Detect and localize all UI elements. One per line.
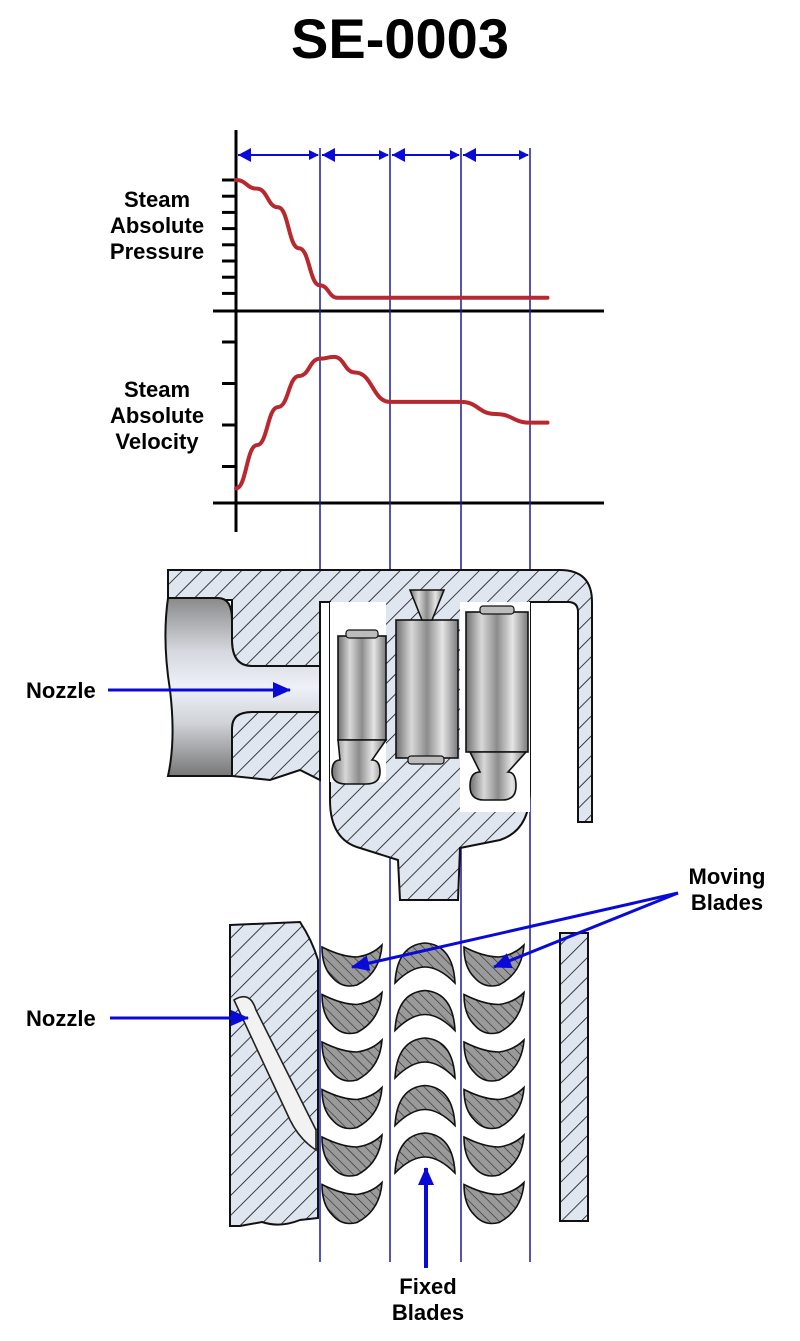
arrowhead-left (392, 148, 405, 162)
fixed-blades-line: Blades (391, 1300, 465, 1325)
moving-blade-profile (463, 1037, 525, 1082)
arrowhead-left (463, 148, 476, 162)
pressure-label-line: Steam (123, 187, 191, 212)
fixed-blade-profile (394, 1132, 456, 1176)
moving-blade-profile (463, 990, 525, 1035)
arrowhead-left (238, 148, 251, 162)
moving-blades-label: Moving Blades (672, 864, 782, 916)
fixed-blade-profile (394, 1037, 456, 1081)
stage-span-arrows (238, 148, 529, 162)
nozzle-channel (232, 995, 317, 1152)
moving-blade-profile (463, 1085, 525, 1130)
diagram-title: SE-0003 (291, 7, 509, 70)
moving-blade-profile (463, 1132, 525, 1177)
fixed-blade (395, 589, 459, 765)
arrowhead-left (322, 148, 335, 162)
pressure-label-line: Absolute (109, 213, 205, 238)
fixed-blades-line: Fixed (399, 1274, 457, 1299)
velocity-label-line: Velocity (115, 429, 199, 454)
moving-blade-row-2 (465, 605, 529, 801)
velocity-axis-label: Steam Absolute Velocity (96, 377, 218, 455)
outer-casing-wall (559, 932, 589, 1222)
moving-blades-line: Blades (690, 890, 764, 915)
blade-rows (321, 942, 525, 1225)
nozzle-label-bottom: Nozzle (26, 1006, 96, 1031)
moving-blade-profile (321, 1180, 383, 1225)
velocity-curve (234, 354, 550, 491)
pressure-curve (234, 178, 550, 300)
moving-blade-profile (321, 1037, 383, 1082)
moving-blade-profile (463, 1180, 525, 1225)
moving-blades-arrow-2 (493, 891, 679, 969)
velocity-label-line: Absolute (109, 403, 205, 428)
velocity-ticks (222, 340, 236, 468)
fixed-blades-label: Fixed Blades (380, 1274, 476, 1326)
moving-blade-profile (321, 990, 383, 1035)
graph-axes (213, 130, 604, 532)
nozzle-passage (164, 597, 321, 777)
velocity-label-line: Steam (123, 377, 191, 402)
fixed-blade-profile (394, 1084, 456, 1128)
pressure-label-line: Pressure (109, 239, 205, 264)
moving-blades-arrow-1 (351, 891, 679, 972)
moving-blade-profile (321, 1132, 383, 1177)
moving-blades-line: Moving (688, 864, 766, 889)
moving-blade-profile (321, 1085, 383, 1130)
callout-arrows (108, 682, 679, 1268)
turbine-cross-section (164, 569, 593, 901)
blade-section-view (229, 920, 589, 1227)
pressure-axis-label: Steam Absolute Pressure (96, 187, 218, 265)
fixed-blade-profile (394, 989, 456, 1033)
nozzle-label-top: Nozzle (26, 678, 96, 703)
pressure-ticks (222, 178, 236, 295)
moving-blade-row-1 (331, 629, 388, 785)
